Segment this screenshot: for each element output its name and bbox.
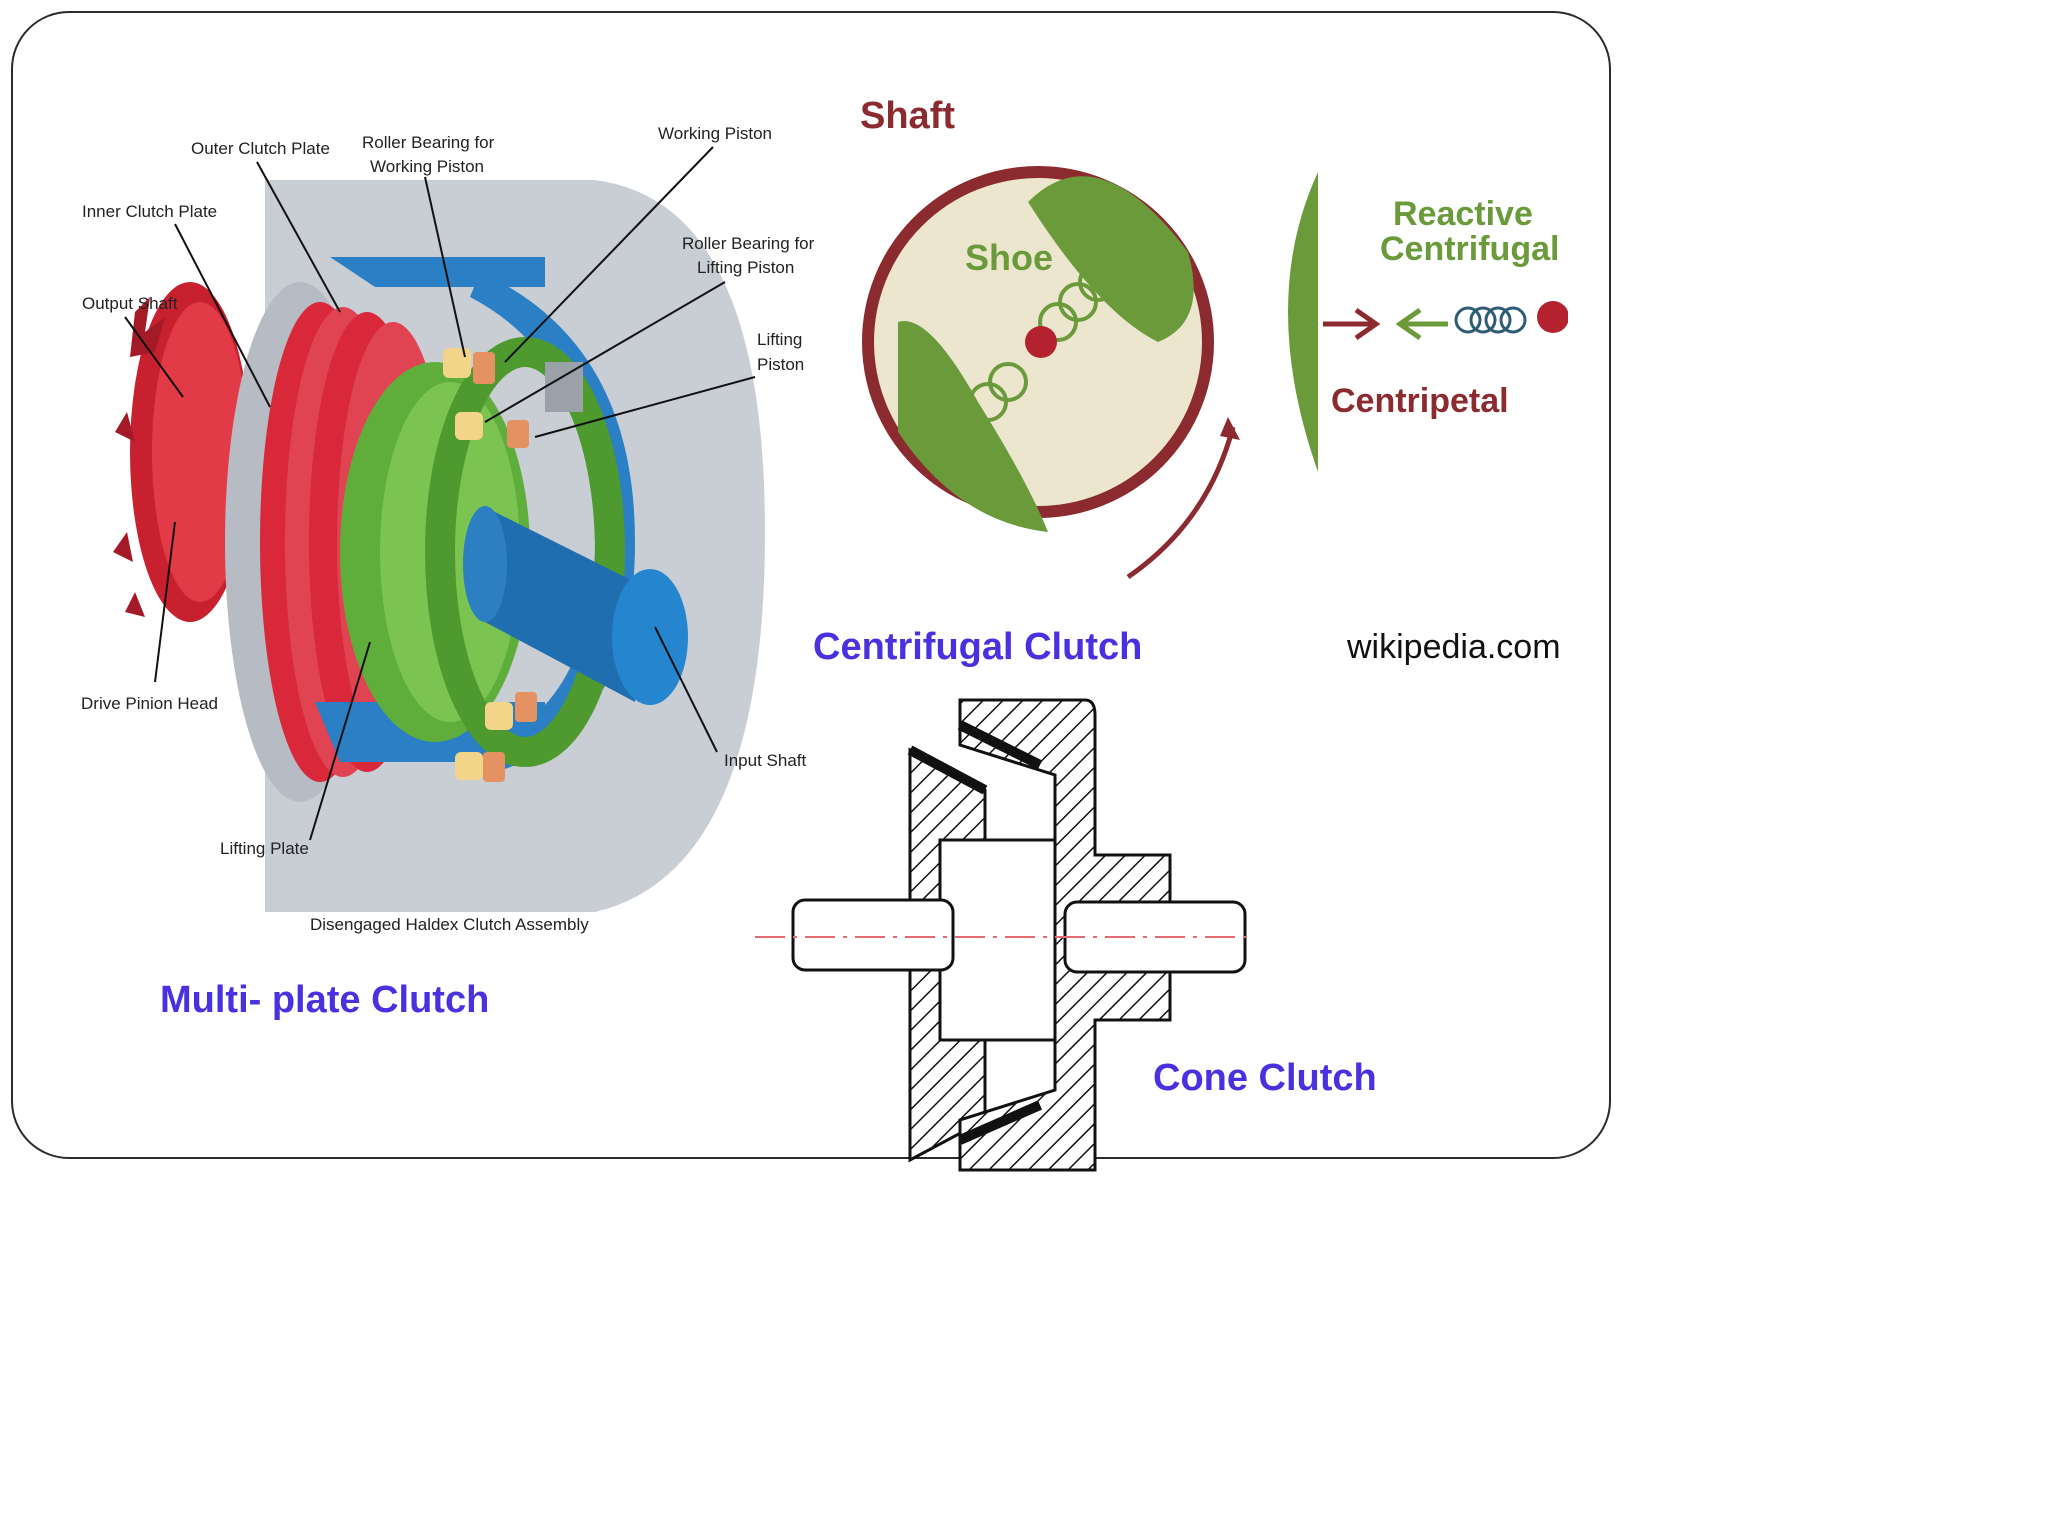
upper-shoe bbox=[1028, 176, 1194, 342]
output-shaft-gear bbox=[113, 282, 250, 622]
label-lifting-piston-line2: Piston bbox=[757, 355, 804, 374]
label-outer-clutch-plate: Outer Clutch Plate bbox=[191, 139, 330, 158]
side-shoe bbox=[1288, 172, 1318, 472]
label-lifting-plate: Lifting Plate bbox=[220, 839, 309, 858]
input-shaft bbox=[463, 506, 688, 705]
spring bbox=[968, 262, 1118, 422]
leader-lines bbox=[124, 146, 756, 841]
cone-clutch-caption: Cone Clutch bbox=[1153, 1057, 1377, 1099]
label-lifting-piston-line1: Lifting bbox=[757, 330, 802, 349]
label-assembly-caption: Disengaged Haldex Clutch Assembly bbox=[310, 915, 589, 934]
label-roller-bearing-lifting-line1: Roller Bearing for bbox=[682, 234, 815, 253]
centripetal-arrow bbox=[1323, 307, 1381, 341]
center-hub bbox=[1025, 326, 1057, 358]
label-roller-bearing-working-line1: Roller Bearing for bbox=[362, 133, 495, 152]
side-spring bbox=[1454, 306, 1527, 334]
label-roller-bearing-lifting-line2: Lifting Piston bbox=[697, 258, 794, 277]
label-input-shaft: Input Shaft bbox=[724, 751, 807, 770]
centrifugal-clutch-diagram: Shaft Shoe Reactive Centrifugal Centripe… bbox=[860, 95, 1568, 580]
rotation-arrow bbox=[1126, 426, 1236, 580]
centrifugal-clutch-caption: Centrifugal Clutch bbox=[813, 626, 1143, 668]
label-reactive-line1: Reactive bbox=[1393, 195, 1533, 233]
multi-plate-clutch-diagram: Outer Clutch Plate Roller Bearing for Wo… bbox=[81, 124, 815, 934]
label-shoe: Shoe bbox=[965, 237, 1053, 278]
label-working-piston: Working Piston bbox=[658, 124, 772, 143]
label-roller-bearing-working-line2: Working Piston bbox=[370, 157, 484, 176]
label-centripetal: Centripetal bbox=[1331, 382, 1509, 420]
label-shaft: Shaft bbox=[860, 95, 955, 137]
lower-shoe bbox=[898, 321, 1048, 532]
cone-clutch-diagram bbox=[755, 698, 1255, 1172]
input-shaft-stub bbox=[791, 898, 955, 972]
label-inner-clutch-plate: Inner Clutch Plate bbox=[82, 202, 217, 221]
reactive-arrow bbox=[1395, 307, 1448, 341]
label-reactive-line2: Centrifugal bbox=[1380, 230, 1559, 268]
label-drive-pinion-head: Drive Pinion Head bbox=[81, 694, 218, 713]
source-credit: wikipedia.com bbox=[1347, 628, 1561, 666]
label-output-shaft: Output Shaft bbox=[82, 294, 178, 313]
multi-plate-clutch-caption: Multi- plate Clutch bbox=[160, 979, 490, 1021]
